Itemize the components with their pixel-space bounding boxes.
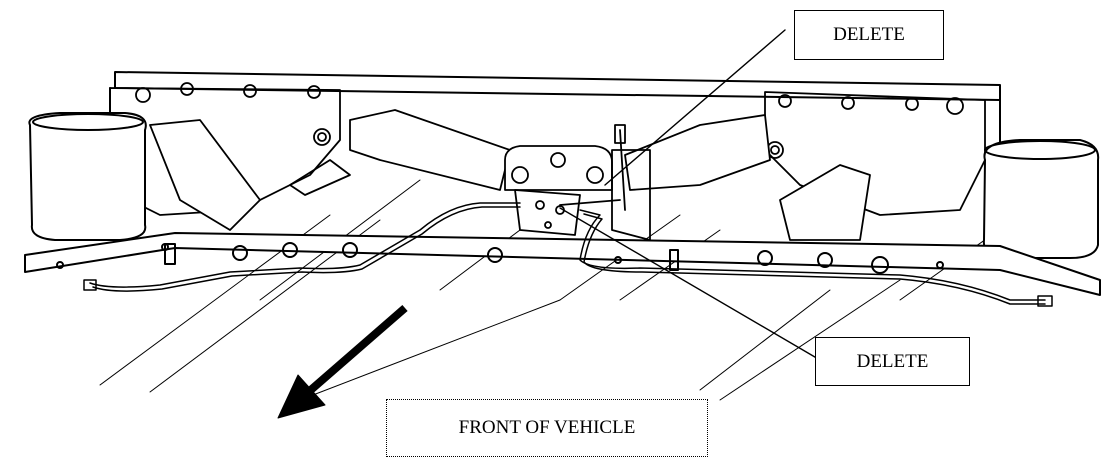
left-torque-rod (149, 109, 511, 231)
leader-lines (559, 29, 821, 361)
delete-callout-bottom: DELETE (815, 337, 970, 386)
right-torque-rod (624, 114, 871, 241)
arrow-down-left-icon (277, 304, 408, 419)
left-air-spring (28, 112, 147, 241)
right-air-spring (982, 139, 1100, 259)
air-lines (83, 202, 1053, 307)
center-mount (504, 145, 651, 241)
front-of-vehicle-label: FRONT OF VEHICLE (386, 399, 708, 457)
right-hanger-bracket (764, 91, 986, 216)
axle-beam (24, 232, 1101, 296)
delete-callout-top: DELETE (794, 10, 944, 60)
